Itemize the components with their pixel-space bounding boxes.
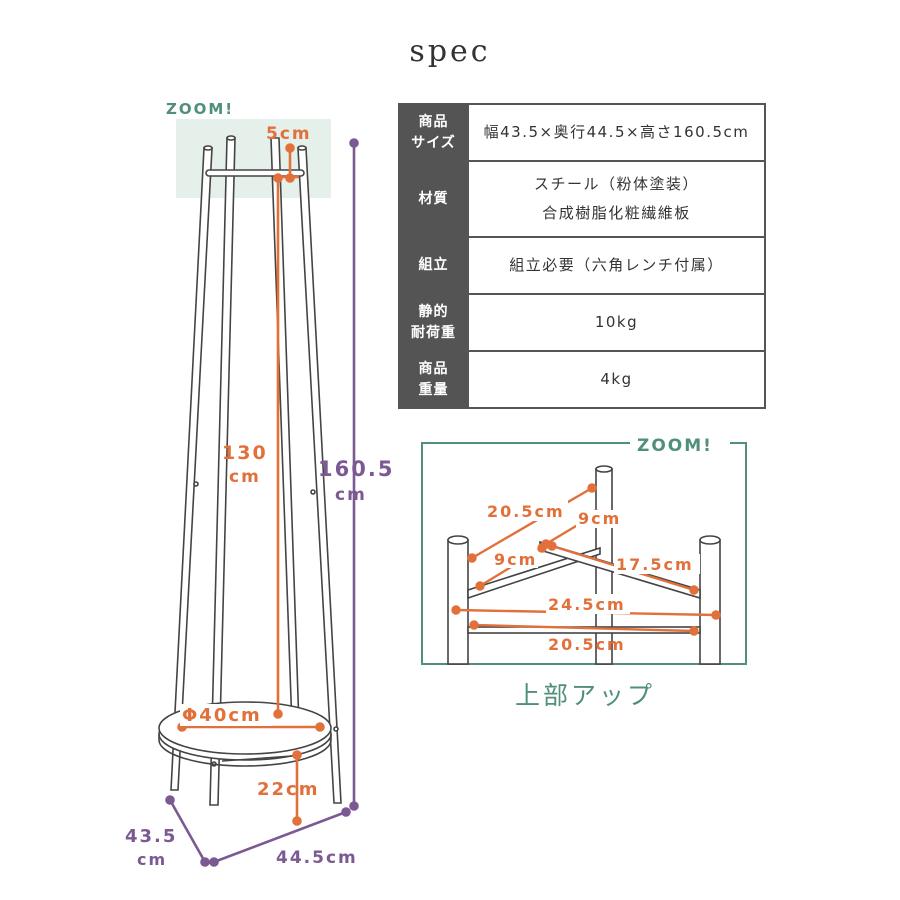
zoom-dim-f: 20.5cm xyxy=(548,635,626,654)
dim-depth-label-1: 43.5 xyxy=(125,826,177,847)
spec-head-assembly: 組立 xyxy=(398,236,469,295)
spec-row-load: 静的 耐荷重 10kg xyxy=(398,293,766,352)
spec-row-size: 商品 サイズ 幅43.5×奥行44.5×高さ160.5cm xyxy=(398,103,766,162)
zoom-label-left: ZOOM! xyxy=(166,100,234,118)
spec-head-size: 商品 サイズ xyxy=(398,103,469,162)
dim-shelf-height-label: 22cm xyxy=(257,779,319,800)
spec-value-size: 幅43.5×奥行44.5×高さ160.5cm xyxy=(467,103,766,162)
spec-value-assembly: 組立必要（六角レンチ付属） xyxy=(467,236,766,295)
dim-shelf-diameter-label: Φ40cm xyxy=(182,705,262,726)
zoom-dim-d: 17.5cm xyxy=(616,555,694,574)
spec-value-weight: 4kg xyxy=(467,350,766,409)
dim-upper-label-2: cm xyxy=(229,467,261,487)
spec-head-load: 静的 耐荷重 xyxy=(398,293,469,352)
spec-value-load: 10kg xyxy=(467,293,766,352)
rack-frame xyxy=(170,135,342,806)
orange-dimensions xyxy=(177,143,325,826)
purple-dimensions xyxy=(165,138,359,867)
dim-upper-label-1: 130 xyxy=(222,442,268,464)
spec-row-weight: 商品 重量 4kg xyxy=(398,350,766,409)
spec-head-material: 材質 xyxy=(398,160,469,238)
spec-value-material: スチール（粉体塗装） 合成樹脂化粧繊維板 xyxy=(467,160,766,238)
zoom-caption: 上部アップ xyxy=(514,681,655,710)
zoom-dim-a: 20.5cm xyxy=(487,502,565,521)
dim-width-label: 44.5cm xyxy=(276,848,358,868)
dim-total-label-2: cm xyxy=(335,485,367,505)
spec-row-assembly: 組立 組立必要（六角レンチ付属） xyxy=(398,236,766,295)
spec-row-material: 材質 スチール（粉体塗装） 合成樹脂化粧繊維板 xyxy=(398,160,766,238)
dim-depth-label-2: cm xyxy=(137,850,167,869)
shelf-support xyxy=(221,755,293,762)
spec-head-weight: 商品 重量 xyxy=(398,350,469,409)
dim-total-label-1: 160.5 xyxy=(318,457,394,481)
zoom-dim-c: 9cm xyxy=(494,550,537,569)
zoom-detail-box: ZOOM! xyxy=(421,436,747,665)
zoom-label-right: ZOOM! xyxy=(637,436,713,456)
page-title: spec xyxy=(409,34,491,69)
zoom-dim-b: 9cm xyxy=(578,509,621,528)
spec-table: 商品 サイズ 幅43.5×奥行44.5×高さ160.5cm 材質 スチール（粉体… xyxy=(398,103,766,409)
zoom-dim-e: 24.5cm xyxy=(548,595,626,614)
dim-hook-label: 5cm xyxy=(266,124,312,144)
